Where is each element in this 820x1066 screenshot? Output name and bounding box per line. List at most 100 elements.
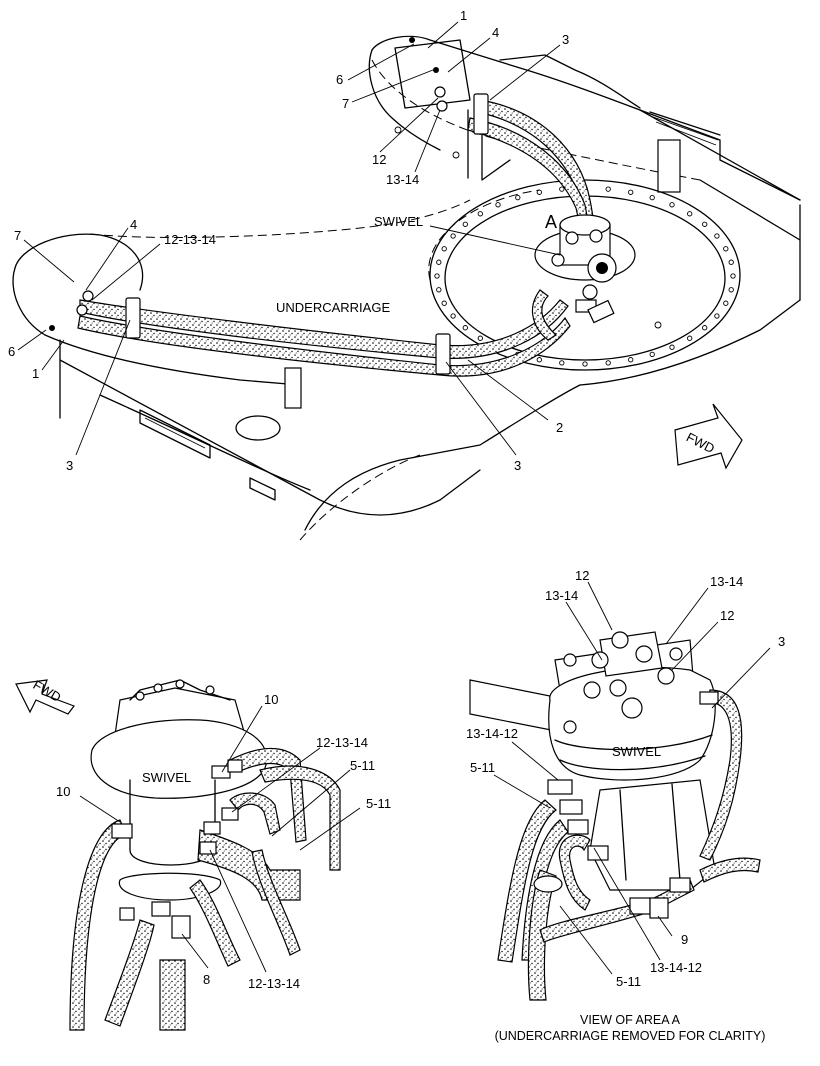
ring-bolt-hole [669, 202, 675, 208]
ring-bolt-hole [515, 194, 521, 201]
ring-bolt-hole [536, 357, 542, 363]
ring-bolt-hole [434, 273, 440, 279]
ring-bolt-hole [687, 335, 693, 341]
callout-8: 8 [203, 972, 210, 987]
frame-bracket [657, 139, 681, 193]
callout-12-13-14-bottom: 12-13-14 [248, 976, 300, 991]
right-detail-view: SWIVEL 12 13-14 13-14 12 3 13-14-12 5-11… [466, 568, 785, 1043]
clamp-upper [473, 93, 489, 135]
ring-bolt-hole [649, 194, 655, 201]
ring-bolt-hole [559, 360, 565, 366]
callout-1-upper: 1 [460, 8, 467, 23]
ring-bolt-hole [436, 287, 442, 293]
ring-bolt-hole [441, 300, 447, 306]
ring-bolt-hole [714, 233, 720, 239]
callout-13-14-b: 13-14 [710, 574, 743, 589]
callout-9: 9 [681, 932, 688, 947]
callout-12-13-14-top: 12-13-14 [316, 735, 368, 750]
view-title-line2: (UNDERCARRIAGE REMOVED FOR CLARITY) [495, 1029, 766, 1043]
ring-bolt-hole [723, 246, 729, 252]
left-hoses [69, 747, 341, 1031]
callout-5-11-bottom: 5-11 [616, 974, 641, 989]
left-leader-lines [79, 705, 361, 973]
top-hose-bundle [77, 99, 595, 377]
clamp-mid [435, 333, 451, 375]
ring-bolt-hole [628, 357, 634, 363]
callout-3-upper: 3 [562, 32, 569, 47]
callout-5-11-a: 5-11 [350, 758, 375, 773]
callout-7-upper: 7 [342, 96, 349, 111]
clamp-left [125, 297, 141, 339]
swivel-label-top: SWIVEL [374, 214, 423, 229]
top-leader-lines [17, 21, 561, 456]
ring-bolt-hole [628, 189, 634, 195]
callout-13-14-a: 13-14 [545, 588, 578, 603]
right-hoses [497, 689, 761, 1001]
ring-bolt-hole [441, 246, 447, 252]
callout-3-right: 3 [778, 634, 785, 649]
top-clamps [125, 93, 489, 375]
undercarriage-frame [12, 199, 801, 541]
ring-bolt-hole [477, 211, 483, 217]
callout-3-mid: 3 [514, 458, 521, 473]
ring-bolt-hole [702, 221, 708, 227]
ring-bolt-hole [559, 186, 565, 192]
callout-13-14-upper: 13-14 [386, 172, 419, 187]
callout-10-top: 10 [264, 692, 278, 707]
callout-4-left: 4 [130, 217, 137, 232]
ring-bolt-hole [605, 360, 611, 366]
view-title-line1: VIEW OF AREA A [580, 1013, 681, 1027]
undercarriage-label: UNDERCARRIAGE [276, 300, 390, 315]
ring-bolt-hole [730, 273, 736, 279]
right-leader-lines [493, 581, 771, 975]
callout-2: 2 [556, 420, 563, 435]
ring-bolt-hole [723, 300, 729, 306]
undercarriage-bracket [284, 367, 302, 409]
right-swivel-body [548, 631, 716, 891]
ring-bolt-hole [450, 233, 456, 239]
callout-7-left: 7 [14, 228, 21, 243]
swivel-label-right: SWIVEL [612, 744, 661, 759]
callout-6-left: 6 [8, 344, 15, 359]
area-a-label: A [545, 212, 557, 232]
ring-bolt-hole [649, 351, 655, 358]
ring-bolt-hole [462, 325, 468, 331]
ring-bolt-hole [714, 313, 720, 319]
left-swivel-body [90, 679, 268, 901]
callout-1-left: 1 [32, 366, 39, 381]
callout-12-upper: 12 [372, 152, 386, 167]
left-detail-view: FWD [15, 677, 391, 1031]
callout-6-upper: 6 [336, 72, 343, 87]
right-fittings [533, 691, 719, 919]
callout-13-14-12-left: 13-14-12 [466, 726, 518, 741]
top-swivel-assembly [534, 214, 636, 324]
ring-bolt-hole [669, 344, 675, 350]
callout-12-13-14-left: 12-13-14 [164, 232, 216, 247]
ring-bolt-hole [495, 202, 501, 208]
ring-bolt-hole [450, 313, 456, 319]
ring-bolt-hole [687, 211, 693, 217]
ring-bolt-hole [477, 335, 483, 341]
swivel-label-left: SWIVEL [142, 770, 191, 785]
ring-bolt-hole [462, 221, 468, 227]
fwd-arrow-left: FWD [15, 677, 75, 715]
callout-4-upper: 4 [492, 25, 499, 40]
ring-bolt-hole [728, 259, 734, 265]
callout-13-14-12-bottom: 13-14-12 [650, 960, 702, 975]
ring-bolt-hole [728, 287, 734, 293]
ring-bolt-hole [582, 361, 588, 367]
top-assembly-drawing: FWD SWIVEL UNDERCARRIAGE A 1 4 [8, 8, 801, 541]
callout-12-right: 12 [720, 608, 734, 623]
top-fittings [49, 37, 448, 331]
ring-bolt-hole [605, 186, 611, 192]
ring-bolt-hole [702, 325, 708, 331]
callout-5-11-left: 5-11 [470, 760, 495, 775]
upper-frame [368, 35, 801, 301]
callout-5-11-b: 5-11 [366, 796, 391, 811]
callout-10-left: 10 [56, 784, 70, 799]
fwd-arrow-top: FWD [674, 403, 743, 470]
callout-12-top: 12 [575, 568, 589, 583]
callout-3-left: 3 [66, 458, 73, 473]
ring-bolt-hole [436, 259, 442, 265]
